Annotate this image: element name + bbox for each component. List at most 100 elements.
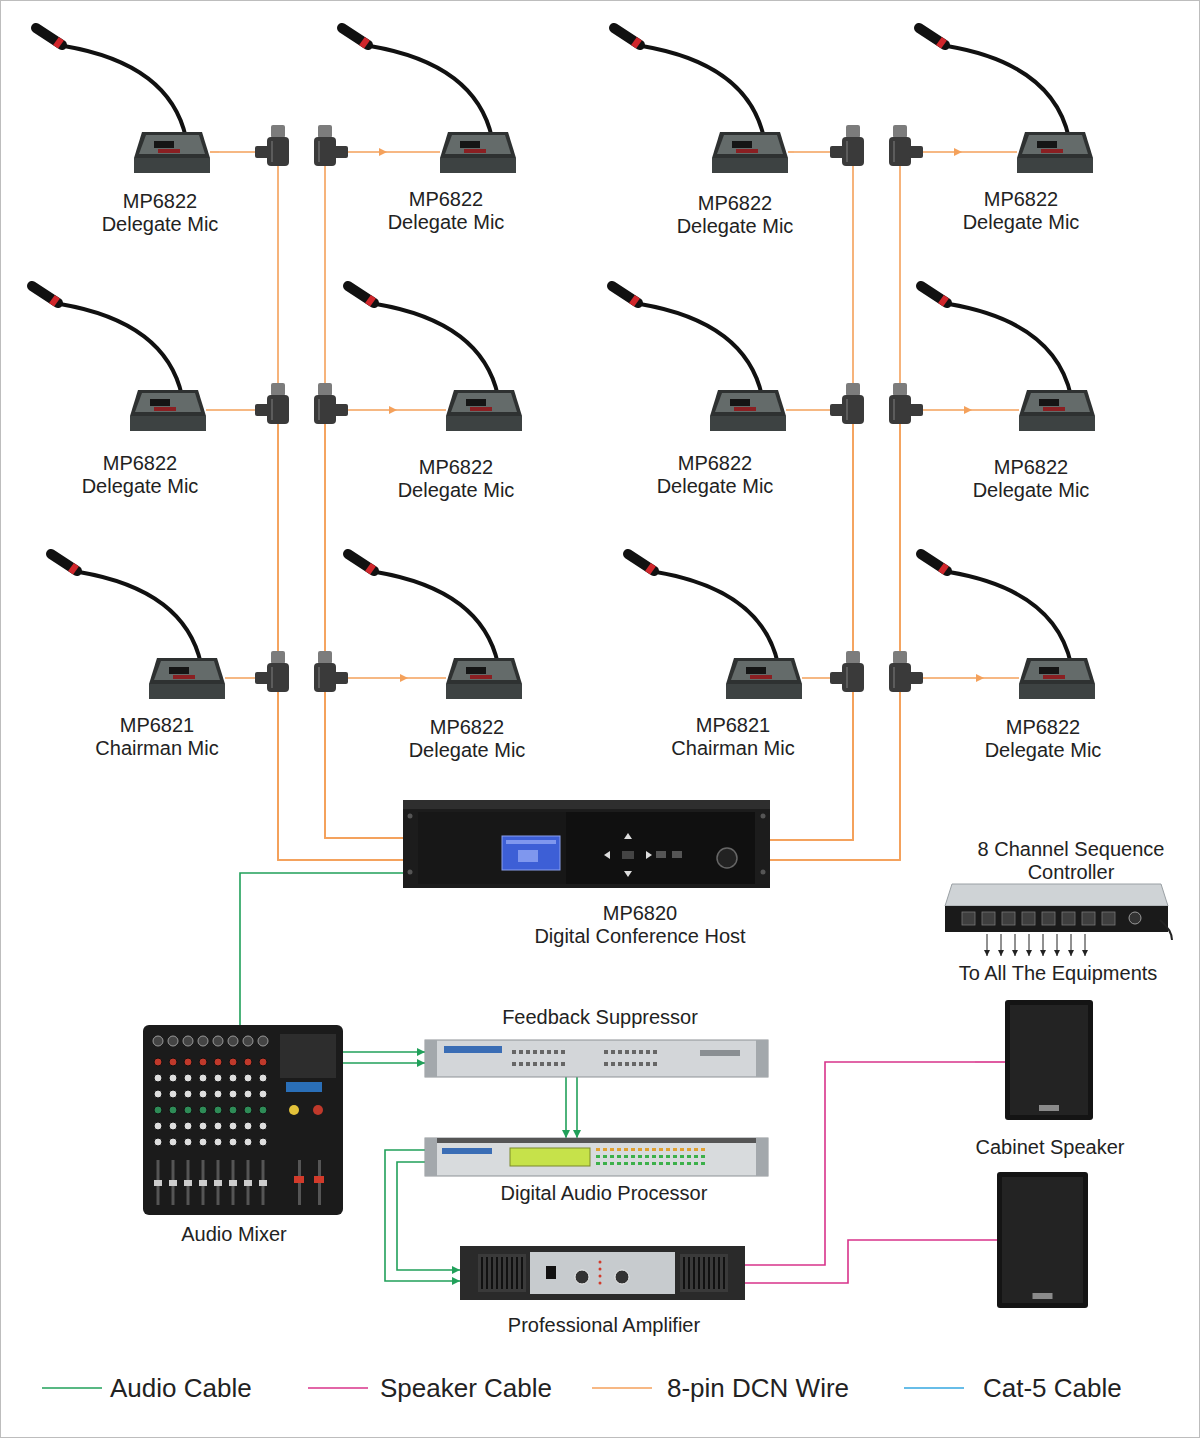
microphone-unit: MP6822Delegate Mic	[387, 130, 516, 234]
led	[604, 1050, 608, 1054]
channel-knob	[154, 1122, 162, 1130]
xlr-input	[198, 1036, 208, 1046]
front-left	[418, 812, 566, 884]
mic-head	[919, 28, 945, 45]
power-outlet	[962, 912, 975, 925]
microphone-unit: MP6822Delegate Mic	[676, 130, 794, 238]
led	[652, 1148, 656, 1151]
device-label: MP6822Delegate Mic	[984, 716, 1102, 762]
mic-panel	[451, 393, 517, 412]
led	[680, 1155, 684, 1158]
mic-base	[149, 658, 225, 699]
note-label: To All The Equipments	[959, 962, 1158, 985]
power-outlet	[1022, 912, 1035, 925]
model-number: MP6821	[671, 714, 796, 737]
channel-knob	[199, 1058, 207, 1066]
device-name: Cabinet Speaker	[975, 1136, 1125, 1159]
device-name: Delegate Mic	[676, 215, 794, 238]
device-name: Audio Mixer	[181, 1223, 288, 1246]
device-label: MP6821Chairman Mic	[95, 714, 220, 760]
mic-ring	[362, 41, 367, 45]
channel-knob	[154, 1138, 162, 1146]
led	[547, 1050, 551, 1054]
t-body	[842, 663, 864, 692]
audio-mixer: Audio Mixer	[143, 1025, 343, 1246]
mic-base-front	[712, 158, 788, 173]
device-label: MP6822Delegate Mic	[387, 188, 505, 234]
t-connector	[889, 125, 923, 166]
channel-knob	[229, 1138, 237, 1146]
led	[561, 1050, 565, 1054]
device-name: Chairman Mic	[671, 737, 796, 760]
fader-slot	[172, 1160, 175, 1205]
mic-base	[712, 132, 788, 173]
led	[618, 1050, 622, 1054]
cable-connector	[385, 1150, 460, 1281]
channel-knob	[169, 1106, 177, 1114]
led	[673, 1148, 677, 1151]
rack-ear	[756, 1040, 768, 1077]
cable-connector	[770, 152, 853, 840]
channel-knob	[154, 1058, 162, 1066]
microphone-illustration	[348, 554, 522, 699]
xlr-input	[168, 1036, 178, 1046]
led	[631, 1148, 635, 1151]
microphone-illustration	[348, 286, 522, 431]
channel-knob	[169, 1058, 177, 1066]
channel-knob	[199, 1106, 207, 1114]
channel-knob	[214, 1058, 222, 1066]
channel-knob	[214, 1138, 222, 1146]
feedback-suppressor-illustration	[425, 1040, 768, 1077]
channel-knob	[184, 1058, 192, 1066]
led	[701, 1162, 705, 1165]
led	[645, 1162, 649, 1165]
led	[638, 1162, 642, 1165]
mic-display	[466, 399, 486, 406]
mic-button	[464, 149, 486, 153]
nav-button	[646, 851, 652, 859]
led	[611, 1050, 615, 1054]
brand-mark	[444, 1046, 502, 1053]
mic-button	[470, 675, 492, 679]
rack-body	[460, 1246, 745, 1300]
led	[611, 1062, 615, 1066]
cable-connector	[325, 152, 403, 838]
xlr-input	[213, 1036, 223, 1046]
led	[533, 1050, 537, 1054]
mic-head	[51, 554, 77, 571]
xlr-input	[258, 1036, 268, 1046]
channel-knob	[259, 1074, 267, 1082]
channel-knob	[244, 1138, 252, 1146]
channel-knob	[244, 1106, 252, 1114]
microphone-illustration	[51, 554, 225, 699]
t-body	[267, 137, 289, 166]
t-connector	[830, 383, 864, 424]
mixer-illustration	[143, 1025, 343, 1215]
t-body	[267, 663, 289, 692]
microphone-illustration	[342, 28, 516, 173]
fader-slot	[247, 1160, 250, 1205]
device-name: Delegate Mic	[408, 739, 526, 762]
controller-knob	[1129, 912, 1141, 924]
cable-stub	[972, 409, 1019, 411]
microphone-unit: MP6822Delegate Mic	[101, 130, 219, 236]
legend-label: Audio Cable	[110, 1373, 252, 1403]
legend-label: 8-pin DCN Wire	[667, 1373, 849, 1403]
mic-base	[710, 390, 786, 431]
mic-head	[612, 286, 638, 303]
supply-arrow	[1001, 934, 1002, 956]
mic-panel	[1022, 135, 1088, 154]
rack-top	[425, 1138, 768, 1143]
gooseneck	[376, 304, 498, 396]
t-stub	[909, 146, 923, 158]
microphone-illustration	[921, 286, 1095, 431]
fader-cap	[294, 1176, 304, 1183]
led	[653, 1050, 657, 1054]
device-label: Cabinet Speaker	[975, 1136, 1125, 1159]
t-jack	[893, 125, 907, 138]
t-jack	[893, 383, 907, 396]
legend-line	[592, 1387, 652, 1389]
t-connector	[255, 651, 289, 692]
fader-cap	[154, 1180, 162, 1186]
t-connector	[255, 125, 289, 166]
